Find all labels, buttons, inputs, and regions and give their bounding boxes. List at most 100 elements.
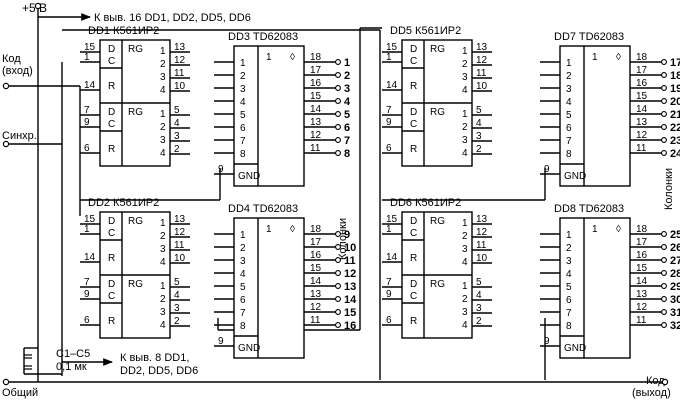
dd1-rpin-label-11: 11 (174, 68, 185, 79)
dd4-in-label-8: 8 (240, 321, 246, 332)
dd4-column-13: 13 (344, 281, 356, 293)
dd7-out-label-18: 18 (636, 52, 648, 63)
dd3-out-label-11: 11 (310, 143, 321, 154)
dd1-lpin-label-7: 7 (84, 105, 90, 116)
dd6-rpin-label-10: 10 (476, 253, 488, 264)
dd8-in-label-6: 6 (566, 295, 572, 306)
dd3-title: DD3 TD62083 (228, 31, 298, 43)
dd3-column-6: 6 (344, 122, 350, 134)
dd4-column-14: 14 (344, 294, 357, 306)
dd3-column-8: 8 (344, 148, 350, 160)
dd4-column-11: 11 (344, 255, 356, 267)
dd7-gnd: GND (564, 171, 586, 182)
dd5-lpin-label-15: 15 (386, 42, 398, 53)
dd4-terminal-11 (335, 257, 341, 263)
dd7-column-21: 21 (670, 109, 680, 121)
dd4-column-9: 9 (344, 229, 350, 241)
dd1-q3-0: 3 (160, 72, 166, 83)
dd7-terminal-19 (661, 85, 667, 91)
dd2-q2-0: 2 (160, 231, 166, 242)
dd4-in-label-4: 4 (240, 269, 246, 280)
dd5-q2-1: 2 (462, 122, 468, 133)
dd8-column-27: 27 (670, 255, 680, 267)
dd8-out-label-18: 18 (636, 224, 648, 235)
dd7-column-18: 18 (670, 70, 680, 82)
dd8-terminal-29 (661, 283, 667, 289)
dd8-terminal-32 (661, 322, 667, 328)
dd4-out-sym: ◊ (290, 224, 295, 235)
dd6-lpin-label-14: 14 (386, 252, 398, 263)
dd2-rpin-label-12: 12 (174, 227, 186, 238)
dd7-one: 1 (592, 52, 598, 63)
dd3-column-7: 7 (344, 135, 350, 147)
dd6-lpin-label-1: 1 (386, 224, 392, 235)
dd8-in-label-7: 7 (566, 308, 572, 319)
dd8-body (559, 217, 631, 359)
dd3-out-label-16: 16 (310, 78, 322, 89)
dd7-column-24: 24 (670, 148, 680, 160)
dd8-out-label-12: 12 (636, 302, 648, 313)
dd7-gnd-pin-label: 9 (544, 164, 550, 175)
dd3-in-label-1: 1 (240, 58, 246, 69)
dd5-rpin-label-13: 13 (476, 42, 488, 53)
dd7-out-label-12: 12 (636, 130, 648, 141)
dd6-rpin-label-12: 12 (476, 227, 488, 238)
gnd-note-2: DD2, DD5, DD6 (120, 365, 198, 377)
dd7-column-17: 17 (670, 57, 680, 69)
dd1-r-1: R (108, 144, 115, 155)
dd5-rpin-label-4: 4 (476, 118, 482, 129)
dd1-q2-0: 2 (160, 59, 166, 70)
dd3-terminal-1 (335, 59, 341, 65)
dd2-rpin-label-13: 13 (174, 214, 186, 225)
dd8-out-label-15: 15 (636, 263, 648, 274)
dd8-terminal-31 (661, 309, 667, 315)
dd7-body (559, 45, 631, 187)
dd5-lpin-label-9: 9 (386, 117, 392, 128)
dd2-title: DD2 К561ИР2 (88, 197, 159, 209)
dd3-out-label-14: 14 (310, 104, 322, 115)
dd2-rpin-label-11: 11 (174, 240, 185, 251)
dd4-out-label-15: 15 (310, 263, 322, 274)
dd2-rpin-label-10: 10 (174, 253, 186, 264)
dd7-terminal-18 (661, 72, 667, 78)
dd7-in-label-3: 3 (566, 84, 572, 95)
dd8-terminal-26 (661, 244, 667, 250)
dd8-terminal-28 (661, 270, 667, 276)
dd7-out-label-15: 15 (636, 91, 648, 102)
dd4-gnd: GND (238, 343, 260, 354)
dd8-column-32: 32 (670, 320, 680, 332)
dd4-in-label-2: 2 (240, 243, 246, 254)
dd3-out-sym: ◊ (290, 52, 295, 63)
dd5-d-1: D (410, 107, 417, 118)
code-out-label-1: Код (646, 375, 665, 387)
dd3-body (233, 45, 305, 187)
dd8-column-30: 30 (670, 294, 680, 306)
dd6-c-0: C (410, 228, 417, 239)
dd4-column-16: 16 (344, 320, 356, 332)
dd3-out-label-17: 17 (310, 65, 322, 76)
dd5-lpin-label-6: 6 (386, 143, 392, 154)
dd8-out-label-16: 16 (636, 250, 648, 261)
dd8-column-29: 29 (670, 281, 680, 293)
dd7-column-19: 19 (670, 83, 680, 95)
dd5-q3-0: 3 (462, 72, 468, 83)
dd2-q1-1: 1 (160, 281, 166, 292)
dd2-rg-1: RG (128, 279, 143, 290)
dd4-column-12: 12 (344, 268, 356, 280)
dd6-q1-0: 1 (462, 218, 468, 229)
dd6-rg-1: RG (430, 279, 445, 290)
dd6-q2-0: 2 (462, 231, 468, 242)
dd6-q4-0: 4 (462, 257, 468, 268)
dd2-q3-1: 3 (160, 307, 166, 318)
dd4-terminal-9 (335, 231, 341, 237)
dd1-rpin-label-3: 3 (174, 131, 180, 142)
dd2-q2-1: 2 (160, 294, 166, 305)
dd7-terminal-21 (661, 111, 667, 117)
columns-label-right: Колонки (663, 168, 675, 210)
code-in-label-2: (вход) (2, 65, 33, 77)
dd7-column-23: 23 (670, 135, 680, 147)
dd3-terminal-4 (335, 98, 341, 104)
dd4-out-label-18: 18 (310, 224, 322, 235)
dd8-terminal-27 (661, 257, 667, 263)
